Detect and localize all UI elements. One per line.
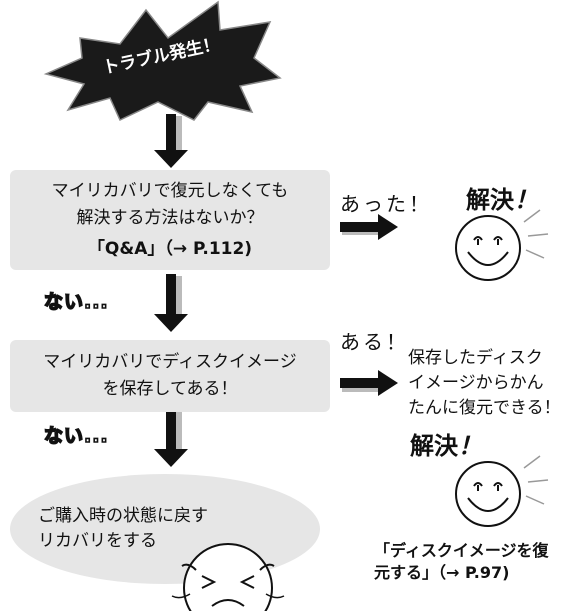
restore-result: 保存したディスク イメージからかん たんに復元できる！ [408,346,561,421]
restore-result-line-3: たんに復元できる！ [408,398,561,418]
found-label-2: ある！ [340,330,409,354]
solved-text-2: 解決 [410,432,458,460]
no-label-2: ない... [43,424,109,448]
question-line-2: 解決する方法はないか？ [76,208,264,228]
disk-image-reference-line-2: 元する」（→ P.97) [374,563,510,582]
no-label-1: ない... [43,290,109,314]
question-line-1: マイリカバリで復元しなくても [51,181,289,201]
restore-result-line-1: 保存したディスク [408,348,543,368]
solved-text-1: 解決 [466,186,514,214]
solved-bang-1: ！ [514,186,538,214]
qa-reference: 「Q&A」（→ P.112) [87,239,253,259]
backup-box: マイリカバリでディスクイメージ を保存してある！ [10,340,330,412]
solved-label-1: 解決！ [466,180,538,215]
recovery-text: ご購入時の状態に戻す リカバリをする [38,504,208,554]
recovery-line-1: ご購入時の状態に戻す [38,506,208,526]
solved-bang-2: ！ [458,432,482,460]
recovery-line-2: リカバリをする [38,531,157,551]
backup-line-1: マイリカバリでディスクイメージ [43,352,297,372]
disk-image-reference-line-1: 「ディスクイメージを復 [374,541,549,560]
question-box: マイリカバリで復元しなくても 解決する方法はないか？ 「Q&A」（→ P.112… [10,170,330,270]
disk-image-reference: 「ディスクイメージを復 元する」（→ P.97) [374,540,549,584]
found-label-1: あった！ [340,192,432,216]
solved-label-2: 解決！ [410,426,482,461]
burst-shape [43,0,282,122]
backup-line-2: を保存してある！ [102,379,238,399]
restore-result-line-2: イメージからかん [408,373,544,393]
